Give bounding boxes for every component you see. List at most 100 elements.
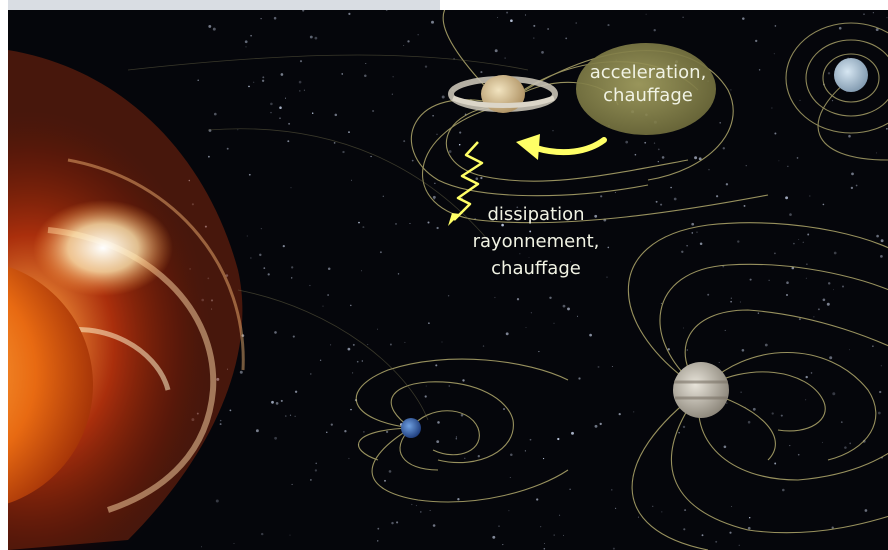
star xyxy=(681,250,684,253)
star xyxy=(757,312,760,314)
star xyxy=(657,161,659,163)
star xyxy=(691,222,695,226)
star xyxy=(661,511,663,513)
star xyxy=(813,316,815,318)
star xyxy=(722,147,725,150)
star xyxy=(880,365,882,367)
star xyxy=(740,391,742,393)
star xyxy=(708,168,710,171)
star xyxy=(462,379,465,382)
star xyxy=(701,534,704,537)
star xyxy=(547,28,549,30)
star xyxy=(863,13,865,16)
star xyxy=(447,295,450,297)
star xyxy=(660,203,663,206)
star xyxy=(886,17,888,19)
star xyxy=(833,289,835,291)
star xyxy=(509,476,511,479)
star xyxy=(880,239,884,243)
star xyxy=(789,213,792,216)
star xyxy=(614,192,616,193)
star xyxy=(528,257,530,258)
star xyxy=(434,182,436,184)
star xyxy=(536,498,539,501)
star xyxy=(755,39,758,43)
star xyxy=(652,505,654,507)
star xyxy=(876,234,879,238)
star xyxy=(432,195,436,199)
star xyxy=(533,37,535,39)
star xyxy=(747,420,751,424)
star xyxy=(821,441,823,443)
star xyxy=(667,348,670,351)
star xyxy=(797,453,800,456)
star xyxy=(786,281,789,284)
star xyxy=(455,436,457,438)
star xyxy=(637,516,639,518)
star xyxy=(739,301,741,303)
star xyxy=(827,282,831,285)
star xyxy=(505,332,509,336)
star xyxy=(508,510,510,512)
star xyxy=(437,421,440,424)
star xyxy=(875,28,879,32)
star xyxy=(538,351,540,353)
jupiter xyxy=(673,362,729,418)
star xyxy=(707,293,710,296)
sun-disk xyxy=(8,266,93,504)
star xyxy=(699,242,703,245)
star xyxy=(764,343,768,347)
star xyxy=(459,131,462,134)
star xyxy=(612,547,615,550)
star xyxy=(510,453,513,457)
star xyxy=(634,153,637,156)
star xyxy=(741,349,745,352)
star xyxy=(798,238,800,240)
star xyxy=(540,526,542,528)
star xyxy=(850,186,854,190)
star xyxy=(502,544,504,546)
star xyxy=(832,392,836,396)
star xyxy=(576,315,579,317)
star xyxy=(743,204,746,207)
star xyxy=(724,329,726,331)
star xyxy=(571,431,574,435)
star xyxy=(480,176,483,180)
star xyxy=(432,115,434,117)
star xyxy=(653,142,656,144)
star xyxy=(436,440,440,444)
star xyxy=(429,510,431,511)
star xyxy=(503,408,505,410)
star xyxy=(726,402,728,404)
star xyxy=(506,11,509,14)
star xyxy=(831,100,834,102)
star xyxy=(774,132,777,135)
saturn xyxy=(448,75,558,113)
star xyxy=(841,285,845,288)
star xyxy=(428,322,430,324)
star xyxy=(615,507,617,509)
solar-flare xyxy=(33,200,173,296)
star xyxy=(594,214,598,218)
star xyxy=(524,14,527,16)
star xyxy=(611,365,613,368)
star xyxy=(549,296,552,300)
star xyxy=(785,196,789,200)
star xyxy=(683,528,686,531)
star xyxy=(774,25,777,27)
star xyxy=(749,517,751,519)
star xyxy=(752,407,756,411)
star xyxy=(655,200,658,203)
star xyxy=(851,172,854,176)
star xyxy=(838,26,842,30)
star xyxy=(849,442,852,445)
star xyxy=(802,241,804,243)
star xyxy=(432,524,436,527)
star xyxy=(458,144,461,146)
star xyxy=(673,197,677,201)
star xyxy=(786,294,788,296)
star xyxy=(778,160,780,162)
star xyxy=(589,333,592,337)
star xyxy=(475,177,479,180)
curved-arrow xyxy=(516,134,607,160)
